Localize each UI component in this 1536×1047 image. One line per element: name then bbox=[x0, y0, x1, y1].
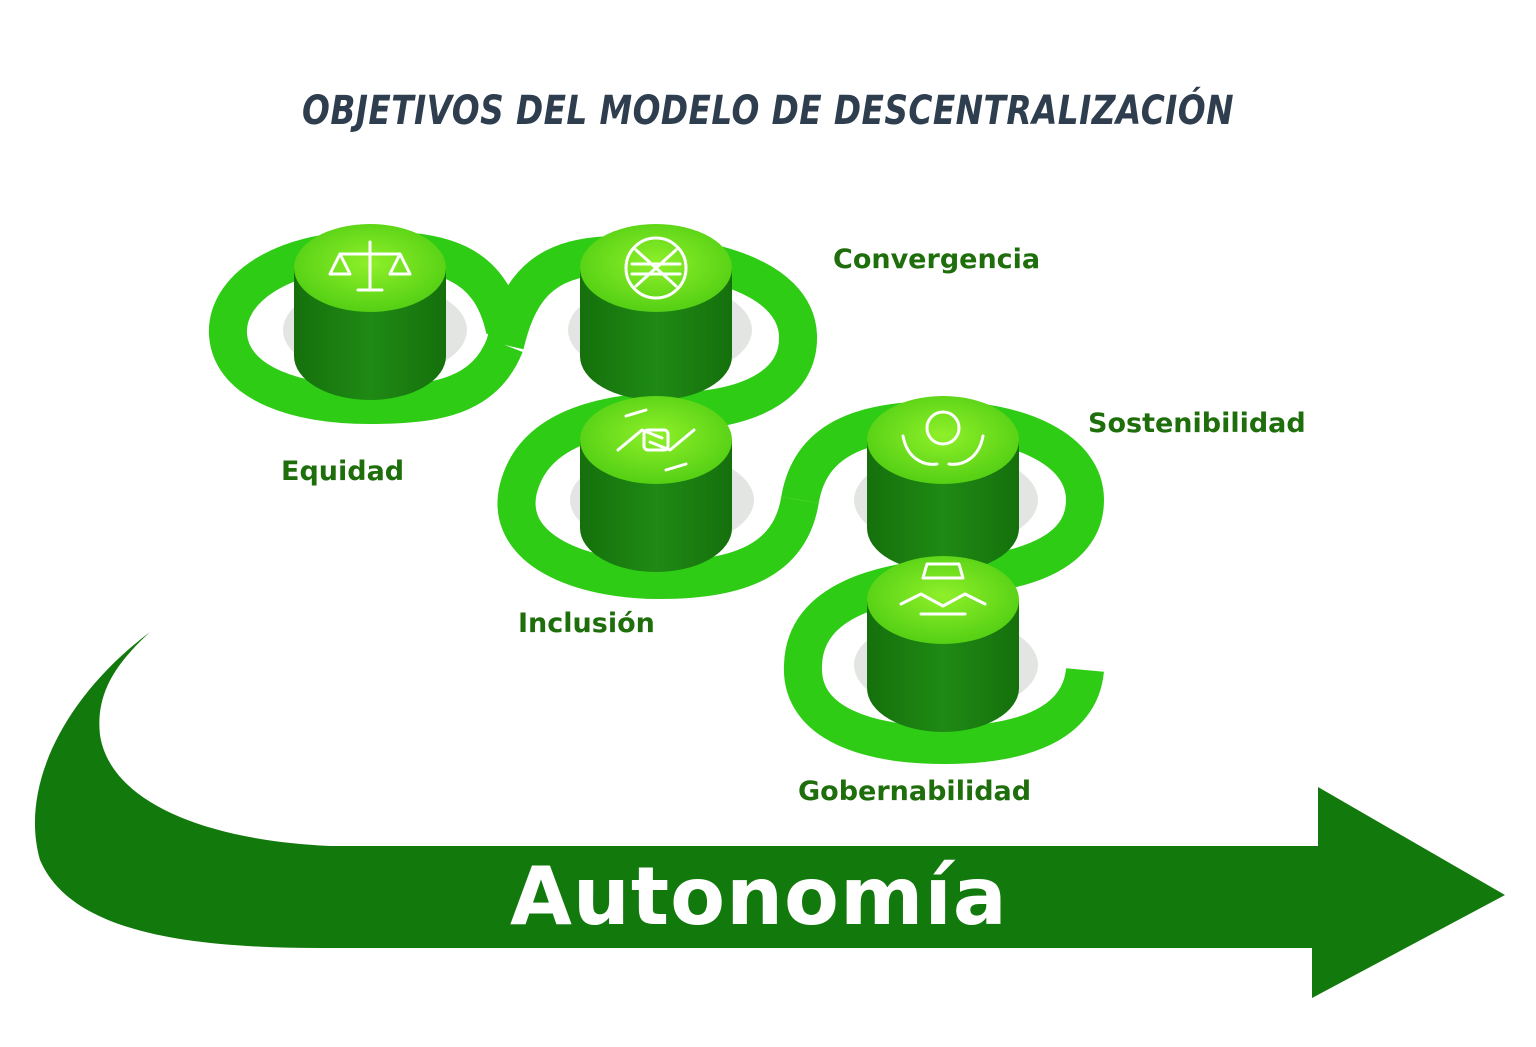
joined-hands-icon bbox=[616, 408, 696, 472]
label-gobernabilidad: Gobernabilidad bbox=[798, 776, 1032, 807]
handshake-ballot-icon bbox=[899, 562, 987, 616]
cylinder-5 bbox=[867, 556, 1019, 732]
cylinder-3 bbox=[580, 396, 732, 572]
cylinder-1 bbox=[294, 224, 446, 400]
page-title: OBJETIVOS DEL MODELO DE DESCENTRALIZACIÓ… bbox=[302, 88, 1234, 134]
cylinder-2 bbox=[580, 224, 732, 400]
label-inclusion: Inclusión bbox=[518, 608, 655, 639]
label-equidad: Equidad bbox=[281, 456, 405, 487]
autonomy-label: Autonomía bbox=[510, 850, 1008, 943]
scales-justice-icon bbox=[328, 240, 412, 292]
autonomy-arrow bbox=[34, 632, 1505, 998]
label-sostenibilidad: Sostenibilidad bbox=[1088, 408, 1306, 439]
label-convergencia: Convergencia bbox=[833, 244, 1041, 275]
hands-dollar-coin-icon bbox=[901, 410, 985, 466]
converging-arrows-icon bbox=[624, 236, 688, 300]
cylinder-4 bbox=[867, 396, 1019, 572]
